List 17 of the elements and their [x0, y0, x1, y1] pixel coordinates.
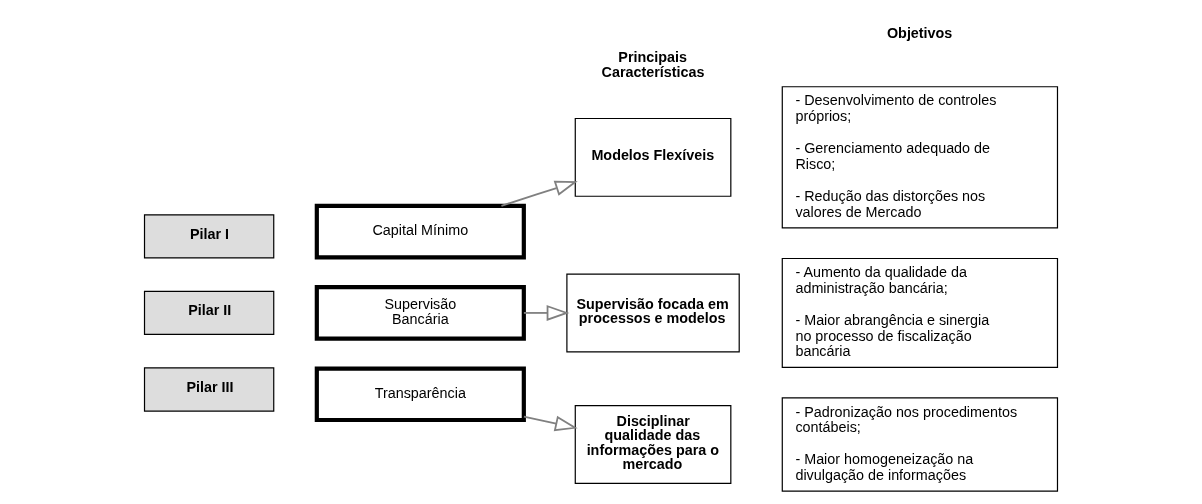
arrow [523, 415, 578, 431]
arrow [523, 304, 570, 321]
label: Principais Características [601, 48, 705, 80]
node-box: Supervisão focada em processos e modelos [566, 272, 740, 352]
node-box: Pilar III [143, 366, 275, 412]
label: Objetivos [886, 24, 953, 41]
node-box: Transparência [314, 365, 526, 422]
node-box: Capital Mínimo [314, 203, 526, 259]
node-box: Supervisão Bancária [314, 284, 526, 341]
arrow [500, 180, 578, 207]
node-box: Pilar II [143, 290, 275, 335]
node-box: Pilar I [143, 213, 275, 258]
node-box: Modelos Flexíveis [574, 117, 732, 197]
node-box: - Desenvolvimento de controles próprios; - Gerenciamento adequado de Risco; - Redução das distorções nos valores de Mercado [781, 85, 1059, 229]
node-box: - Padronização nos procedimentos contábeis; - Maior homogeneização na divulgação de informações [781, 396, 1059, 492]
node-box: - Aumento da qualidade da administração bancária; - Maior abrangência e sinergia no processo de fiscalização bancária [781, 257, 1059, 368]
node-box: Disciplinar qualidade das informações para o mercado [574, 404, 732, 484]
